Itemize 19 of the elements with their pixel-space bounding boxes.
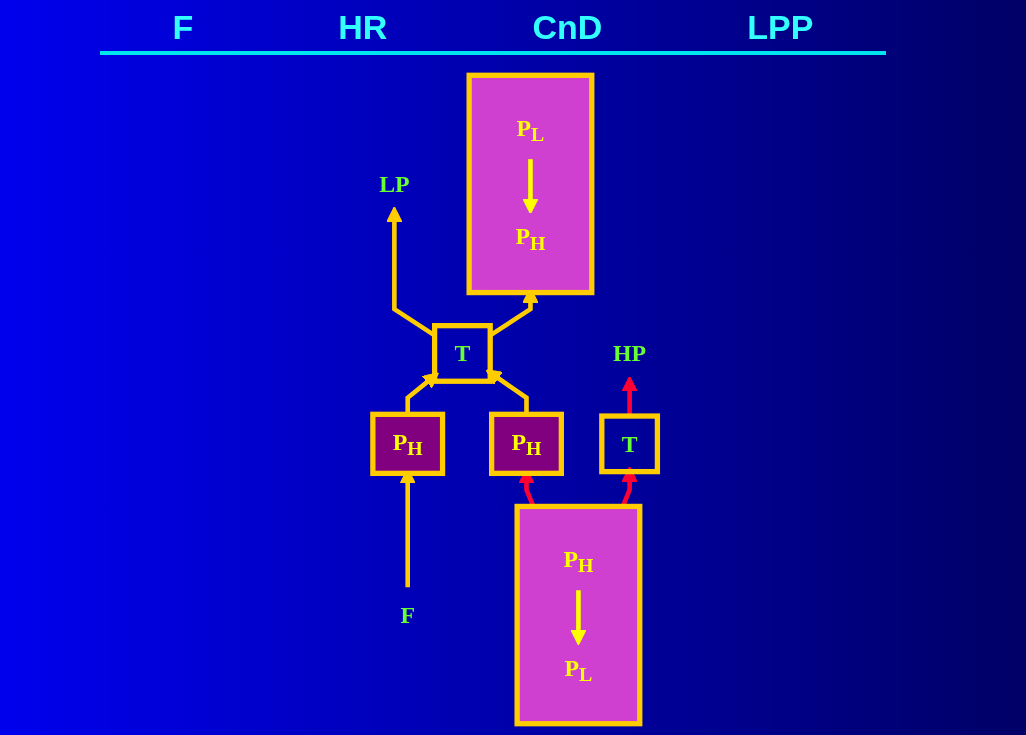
node-text: F [400, 601, 416, 629]
node-text: P$_{L}$ [564, 654, 593, 685]
column-heading: CnD [532, 8, 603, 47]
cluster [514, 503, 643, 727]
node-text: P$_{H}$ [563, 545, 594, 577]
node-box: T [432, 323, 494, 384]
node-box: T [599, 413, 661, 475]
column-heading: F [172, 8, 194, 47]
node-text: HP [613, 340, 647, 367]
node-text: P$_{H}$ [515, 223, 546, 254]
arrow [570, 590, 587, 646]
arrow [522, 159, 539, 215]
column-heading: LPP [747, 8, 814, 47]
node-text: P$_{L}$ [516, 114, 545, 146]
column-heading: HR [338, 8, 388, 47]
cluster [466, 72, 595, 296]
node-text: LP [379, 170, 410, 198]
node-box: P$_{H}$ [370, 411, 446, 476]
node-box: P$_{H}$ [489, 411, 565, 476]
